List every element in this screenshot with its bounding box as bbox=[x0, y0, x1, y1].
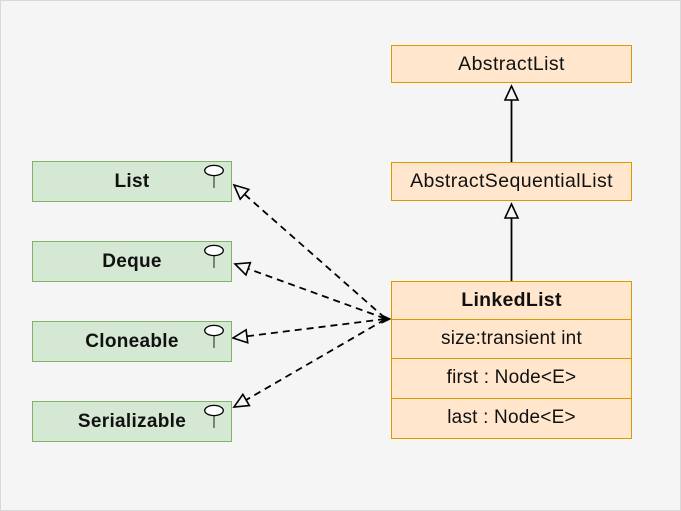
field-size: size:transient int bbox=[392, 319, 631, 358]
class-box-linkedlist: LinkedList size:transient int first : No… bbox=[391, 281, 632, 439]
class-name-abstractsequentiallist: AbstractSequentialList bbox=[410, 170, 613, 192]
pin-icon bbox=[204, 164, 224, 188]
interface-name-cloneable: Cloneable bbox=[85, 330, 179, 352]
realization-edge-linkedlist-to-list bbox=[232, 183, 386, 319]
interface-box-serializable: Serializable bbox=[32, 401, 232, 442]
interface-box-deque: Deque bbox=[32, 241, 232, 282]
interface-box-list: List bbox=[32, 161, 232, 202]
class-name-abstractlist: AbstractList bbox=[458, 52, 565, 75]
realization-edge-linkedlist-to-cloneable bbox=[231, 318, 386, 344]
interface-name-deque: Deque bbox=[102, 250, 162, 272]
field-last: last : Node<E> bbox=[392, 397, 631, 437]
realization-edge-linkedlist-to-deque bbox=[233, 261, 386, 320]
pin-icon bbox=[204, 404, 224, 428]
interface-box-cloneable: Cloneable bbox=[32, 321, 232, 362]
interface-name-list: List bbox=[114, 170, 150, 192]
realization-edge-linkedlist-to-serializable bbox=[232, 318, 386, 408]
pin-icon bbox=[204, 324, 224, 348]
class-name-linkedlist: LinkedList bbox=[461, 289, 562, 311]
edge-convergence-arrowhead-icon bbox=[381, 314, 392, 324]
field-first: first : Node<E> bbox=[392, 358, 631, 397]
class-box-abstractlist: AbstractList bbox=[391, 45, 632, 83]
class-box-abstractsequentiallist: AbstractSequentialList bbox=[391, 162, 632, 201]
pin-icon bbox=[204, 244, 224, 268]
interface-name-serializable: Serializable bbox=[77, 410, 187, 432]
